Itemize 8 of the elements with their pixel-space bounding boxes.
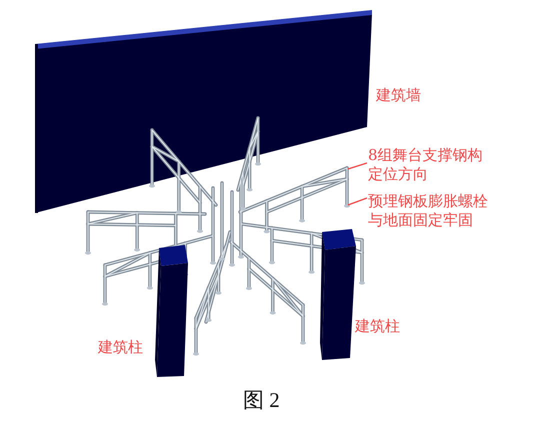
figure-caption: 图 2 xyxy=(243,388,280,412)
callout-text: 预埋钢板膨胀螺栓与地面固定牢固 xyxy=(368,192,492,230)
leader-line xyxy=(348,197,368,206)
leader-line xyxy=(348,162,368,170)
part-label: 建筑墙 xyxy=(376,86,421,105)
part-label: 建筑柱 xyxy=(355,317,400,336)
callout-text: 8组舞台支撑钢构定位方向 xyxy=(368,146,492,184)
part-label: 建筑柱 xyxy=(98,338,143,357)
